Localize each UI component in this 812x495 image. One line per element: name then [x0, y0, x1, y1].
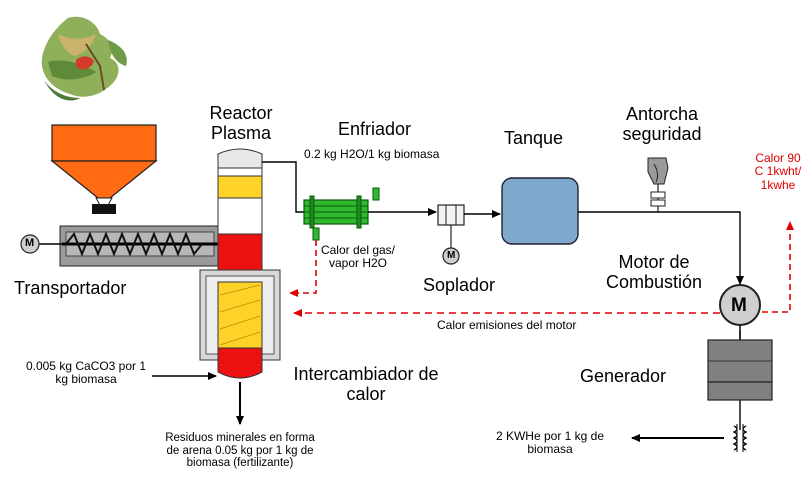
power-output-label: 2 KWHe por 1 kg de biomasa — [495, 429, 605, 457]
gas-line-reactor-to-cooler — [262, 161, 304, 213]
heat-export-line — [762, 221, 794, 313]
conveyor-motor-label: M — [25, 237, 35, 249]
cooler-note: 0.2 kg H2O/1 kg biomasa — [304, 147, 440, 161]
generator — [707, 330, 773, 430]
heat-exchanger — [199, 269, 281, 379]
gas-heat-line — [289, 240, 317, 297]
cooler — [303, 187, 380, 241]
gas-heat-label: Calor del gas/ vapor H2O — [320, 243, 396, 271]
blower-motor-label: M — [447, 250, 456, 261]
screw-conveyor — [20, 225, 221, 267]
engine-label: Motor de Combustión — [605, 252, 703, 293]
blower-label: Soplador — [423, 275, 496, 295]
generator-label: Generador — [580, 366, 667, 386]
transporter-label: Transportador — [14, 278, 127, 298]
torch-label: Antorcha seguridad — [622, 104, 702, 145]
exchanger-label: Intercambiador de calor — [293, 364, 439, 405]
plasma-reactor — [217, 148, 263, 283]
blower — [437, 204, 465, 265]
heat-export-label: Calor 90 C 1kwht/ 1kwhe — [754, 151, 802, 192]
reactor-label: Reactor Plasma — [209, 103, 273, 144]
logo-emblem — [41, 16, 127, 101]
safety-torch — [647, 157, 669, 212]
gas-line-tank-to-engine — [578, 211, 744, 285]
cooler-label: Enfriador — [338, 119, 412, 139]
residue-label: Residuos minerales en forma de arena 0.0… — [165, 432, 315, 470]
transformer-icon — [732, 424, 748, 452]
caco3-label: 0.005 kg CaCO3 por 1 kg biomasa — [25, 359, 147, 387]
engine-heat-label: Calor emisiones del motor — [437, 318, 577, 332]
hopper — [50, 124, 158, 214]
tank-label: Tanque — [504, 128, 564, 148]
tank — [501, 177, 579, 245]
engine-motor-label: M — [731, 295, 747, 316]
